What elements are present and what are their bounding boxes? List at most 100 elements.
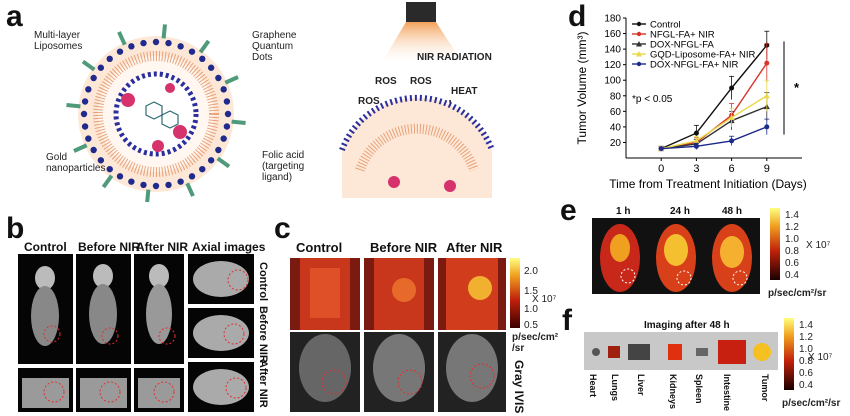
ivis-after	[438, 258, 506, 330]
gold-np-bead	[223, 123, 231, 130]
e-image-1h	[592, 218, 648, 294]
ct-before	[76, 254, 131, 364]
e-scale-unit: p/sec/cm²/sr	[768, 288, 827, 299]
legend-label: DOX-NFGL-FA+ NIR	[650, 60, 739, 71]
folic-acid-ligand	[161, 24, 167, 39]
gold-np-bead	[85, 135, 92, 142]
series-line	[661, 106, 768, 150]
e-time-2: 48 h	[722, 206, 743, 217]
gold-np-bead	[85, 86, 92, 93]
y-tick-label: 40	[610, 122, 622, 133]
legend-marker	[636, 41, 642, 47]
gray-after	[438, 332, 506, 412]
data-point	[729, 138, 735, 144]
gold-np-bead	[97, 157, 105, 164]
y-tick-label: 180	[604, 14, 621, 25]
data-point	[658, 146, 664, 152]
data-point	[763, 92, 770, 99]
folic-acid-ligand	[216, 156, 231, 169]
f-scale-exp: X 10⁷	[808, 352, 833, 363]
y-tick-label: 20	[610, 138, 622, 149]
c-tick-1: 1.5	[524, 286, 538, 297]
panel-d-label: d	[568, 0, 587, 33]
ct-zoom-control	[18, 368, 73, 412]
gold-np-bead	[188, 48, 196, 55]
f-organ-1: Lungs	[610, 374, 620, 401]
f-organ-2: Liver	[636, 374, 646, 396]
panel-b-label: b	[6, 212, 25, 245]
folic-acid-ligand	[185, 182, 195, 197]
f-tick-2: 1.0	[799, 344, 813, 355]
gold-np-bead	[106, 165, 113, 173]
label-ros-2: ROS	[375, 76, 397, 87]
gold-np-bead	[199, 55, 206, 63]
c-gray-ivis: Gray IVIS	[512, 360, 526, 414]
f-title: Imaging after 48 h	[644, 320, 730, 331]
gold-np-bead	[81, 123, 89, 130]
y-tick-label: 140	[604, 45, 621, 56]
gold-np-bead	[177, 178, 184, 185]
significance-star: *	[794, 80, 800, 95]
label-graphene-qd: Graphene Quantum Dots	[252, 30, 297, 63]
b-row-after: After NIR	[257, 360, 269, 408]
gold-np-bead	[223, 98, 231, 105]
c-scale-exp: X 10⁷	[532, 294, 557, 305]
legend-label: Control	[650, 20, 681, 31]
label-heat: HEAT	[451, 86, 478, 97]
axial-control	[188, 254, 254, 304]
folic-acid-ligand	[73, 143, 88, 153]
gold-np-bead	[140, 39, 147, 47]
gold-np-bead	[90, 146, 97, 154]
gold-np-bead	[152, 38, 160, 46]
gold-np-bead	[116, 48, 124, 55]
ct-control	[18, 254, 73, 364]
gold-np-bead	[90, 74, 97, 82]
x-tick-label: 0	[658, 163, 664, 175]
c-tick-2: 1.0	[524, 304, 538, 315]
b-header-axial: Axial images	[192, 240, 266, 254]
gold-np-bead	[188, 173, 196, 180]
e-tick-0: 1.4	[785, 210, 799, 221]
p-value-note: *p < 0.05	[632, 94, 673, 105]
b-header-before: Before NIR	[78, 240, 141, 254]
f-organ-strip	[584, 332, 778, 370]
gold-np-bead	[215, 146, 222, 154]
gold-np-bead	[215, 74, 222, 82]
nir-laser-diagram	[339, 2, 495, 198]
gold-np-bead	[140, 181, 147, 189]
folic-acid-ligand	[224, 75, 239, 85]
gold-np-bead	[199, 165, 206, 173]
e-tick-3: 0.8	[785, 246, 799, 257]
panel-f-label: f	[562, 304, 572, 337]
y-tick-label: 160	[604, 29, 621, 40]
ct-after	[134, 254, 184, 364]
gold-np-bead	[152, 182, 160, 190]
ivis-before	[364, 258, 434, 330]
x-axis-label: Time from Treatment Initiation (Days)	[609, 177, 807, 191]
panel-a-label: a	[6, 0, 23, 33]
data-point	[693, 130, 699, 136]
c-colorbar	[510, 258, 520, 328]
f-colorbar	[784, 318, 794, 390]
e-tick-1: 1.2	[785, 222, 799, 233]
e-image-48h	[704, 218, 760, 294]
f-organ-5: Intestine	[722, 374, 732, 412]
gold-np-bead	[177, 43, 184, 50]
gray-before	[364, 332, 434, 412]
e-image-24h	[648, 218, 704, 294]
legend-label: GQD-Liposome-FA+ NIR	[650, 50, 755, 61]
gold-np-bead	[224, 110, 232, 118]
folic-acid-ligand	[66, 103, 81, 109]
f-organ-0: Heart	[588, 374, 598, 398]
y-tick-label: 100	[604, 76, 621, 87]
axial-after	[188, 362, 254, 412]
data-point	[728, 114, 735, 121]
label-folic-acid: Folic acid (targeting ligand)	[262, 150, 305, 183]
y-tick-label: 120	[604, 60, 621, 71]
legend-marker	[636, 51, 642, 57]
panel-c-label: c	[274, 212, 291, 245]
data-point	[764, 124, 770, 130]
data-point	[729, 85, 735, 91]
gold-np-bead	[220, 135, 227, 142]
